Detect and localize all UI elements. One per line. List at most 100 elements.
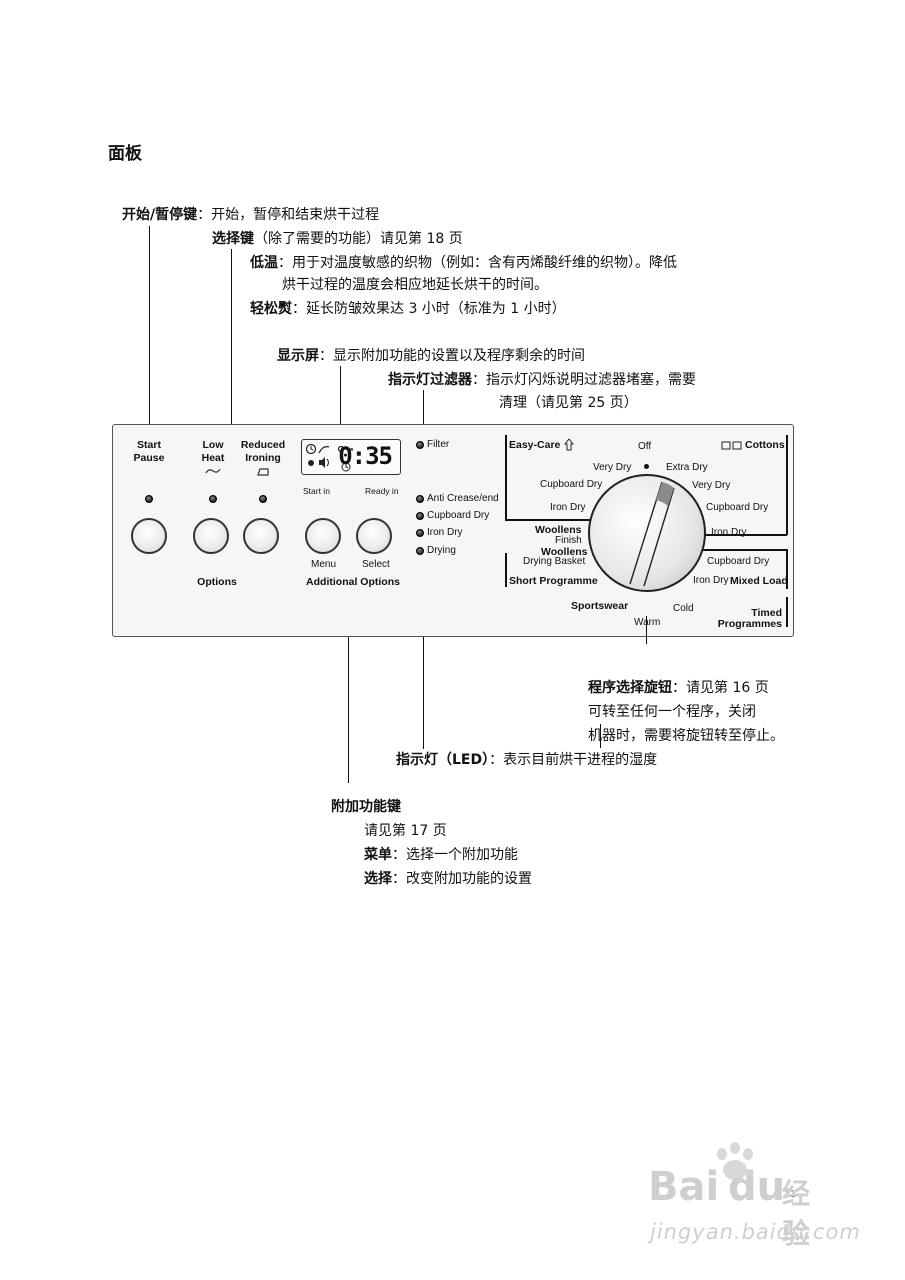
callout-filter: 指示灯过滤器：指示灯闪烁说明过滤器堵塞，需要 [388,370,696,390]
easy-care-label: Easy-Care [509,439,561,451]
knob-grip-icon [629,481,675,587]
display-status-icons [305,443,330,468]
callout-start-pause-label: 开始/暂停键 [122,207,198,223]
callout-menu-label: 菜单 [364,847,392,863]
callout-knob-desc: ：请见第 16 页 [672,680,769,696]
key-icon [338,445,353,453]
mixed-load-label: Mixed Load [730,575,788,587]
dial-cupboard-dry-left: Cupboard Dry [540,479,603,490]
dial-very-dry-left: Very Dry [593,462,632,473]
dial-off-dot [644,464,649,469]
timed-bracket-v [786,597,788,627]
filter-label: Filter [427,439,450,450]
callout-select-setting-label: 选择 [364,871,392,887]
dial-finish: Finish [555,535,582,546]
callout-filter-desc2: 清理（请见第 25 页） [499,395,638,411]
dial-warm: Warm [634,617,661,628]
led-label-drying: Drying [427,545,456,556]
dial-drying-basket: Drying Basket [523,556,586,567]
menu-button[interactable] [305,518,341,554]
callout-select-setting: 选择：改变附加功能的设置 [364,869,532,889]
dial-iron-dry-mixed: Iron Dry [693,575,729,586]
reduced-ironing-button[interactable] [243,518,279,554]
callout-additional-options-label: 附加功能键 [331,799,401,815]
start-in-label: Start in [303,486,330,496]
ironing-label: Ironing [245,452,281,464]
callout-select-setting-desc: ：改变附加功能的设置 [392,871,532,887]
cottons-bracket-h [705,534,787,536]
short-programme-bracket-v [505,553,507,587]
paw-icon [717,1142,753,1180]
watermark-url: jingyan.baidu.com [650,1220,861,1244]
leader-led [423,637,424,749]
callout-easy-iron-label: 轻松熨 [250,301,292,317]
additional-options-label: Additional Options [306,576,400,588]
watermark-brand: Bai [648,1164,720,1210]
callout-low-heat-desc: ：用于对温度敏感的织物（例如：含有丙烯酸纤维的织物）。降低 [278,255,677,271]
easy-care-icon [564,438,574,451]
callout-menu: 菜单：选择一个附加功能 [364,845,518,865]
dial-iron-dry-left: Iron Dry [550,502,586,513]
dial-very-dry-right: Very Dry [692,480,731,491]
cottons-label: Cottons [745,439,785,451]
callout-knob: 程序选择旋钮：请见第 16 页 [588,678,769,698]
callout-easy-iron-desc: ：延长防皱效果达 3 小时（标准为 1 小时） [292,301,566,317]
watermark-brand3: 经验 [782,1177,811,1250]
leader-select [231,249,232,424]
callout-low-heat-desc2: 烘干过程的温度会相应地延长烘干的时间。 [282,277,548,293]
select-button[interactable] [356,518,392,554]
callout-filter-label: 指示灯过滤器 [388,372,472,388]
heat-label: Heat [201,452,225,464]
filter-led [416,441,424,449]
low-heat-button[interactable] [193,518,229,554]
dial-cupboard-dry-mixed: Cupboard Dry [707,556,770,567]
callout-display-desc: ：显示附加功能的设置以及程序剩余的时间 [319,348,585,364]
callout-select: 选择键（除了需要的功能）请见第 18 页 [212,229,463,249]
sportswear-label: Sportswear [571,600,629,612]
options-label: Options [197,576,237,588]
low-heat-icon [205,468,221,474]
dial-cold: Cold [673,603,694,614]
reduced-ironing-led [259,495,267,503]
led-drying [416,547,424,555]
dial-woollens: Woollens [535,524,582,536]
callout-easy-iron: 轻松熨：延长防皱效果达 3 小时（标准为 1 小时） [250,299,566,319]
start-pause-button[interactable] [131,518,167,554]
control-panel: Start Pause Low Heat Reduced Ironing Opt… [112,424,794,637]
leader-knob-top [646,616,647,644]
callout-knob-desc2: 可转至任何一个程序，关闭 [588,704,756,720]
callout-led: 指示灯（LED）：表示目前烘干进程的湿度 [396,750,657,770]
pause-label: Pause [133,452,165,464]
cottons-bracket-v [786,435,788,535]
led-anti-crease [416,495,424,503]
low-heat-led [209,495,217,503]
dial-woollens-2: Woollens [541,546,588,558]
callout-start-pause-desc: ：开始，暂停和结束烘干过程 [197,207,380,223]
dial-cupboard-dry-right: Cupboard Dry [706,502,769,513]
dial-iron-dry-right: Iron Dry [711,527,747,538]
led-cupboard-dry [416,512,424,520]
start-label: Start [137,439,161,451]
page-number: 12 [784,1188,795,1200]
cottons-icon [721,441,742,450]
callout-low-heat: 低温：用于对温度敏感的织物（例如：含有丙烯酸纤维的织物）。降低 [250,253,677,273]
mixed-load-bracket-v [786,549,788,589]
leader-filter [423,390,424,430]
easy-care-bracket-v [505,435,507,520]
callout-knob-label: 程序选择旋钮 [588,680,672,696]
callout-select-desc: （除了需要的功能）请见第 18 页 [254,231,463,247]
timed-label: Timed [751,607,782,619]
menu-label: Menu [311,559,337,570]
program-selector-knob[interactable] [588,474,706,592]
led-label-iron-dry: Iron Dry [427,527,463,538]
timer-icon [341,462,351,472]
mixed-load-bracket-h [703,549,787,551]
led-label-cupboard-dry: Cupboard Dry [427,510,490,521]
leader-additional-options [348,637,349,783]
leader-start-pause [149,226,150,424]
leader-knob-bottom [600,724,601,748]
led-iron-dry [416,529,424,537]
iron-icon [257,468,269,476]
watermark-brand2: du [728,1164,786,1210]
easy-care-bracket-h [505,519,593,521]
